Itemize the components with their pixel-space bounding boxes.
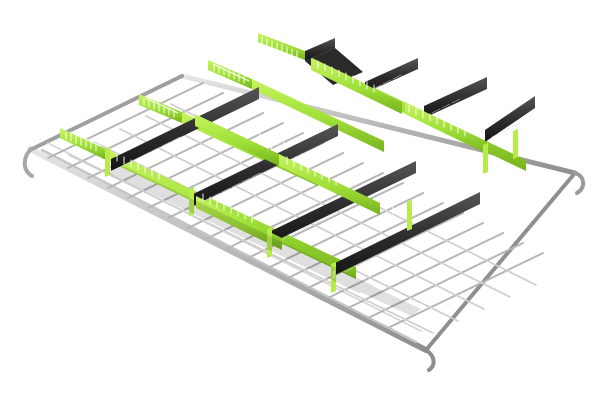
divider-teeth-black (121, 74, 521, 273)
divider-teeth-green (65, 36, 466, 285)
soft-shadows (108, 166, 421, 316)
divider-grid (60, 38, 535, 293)
